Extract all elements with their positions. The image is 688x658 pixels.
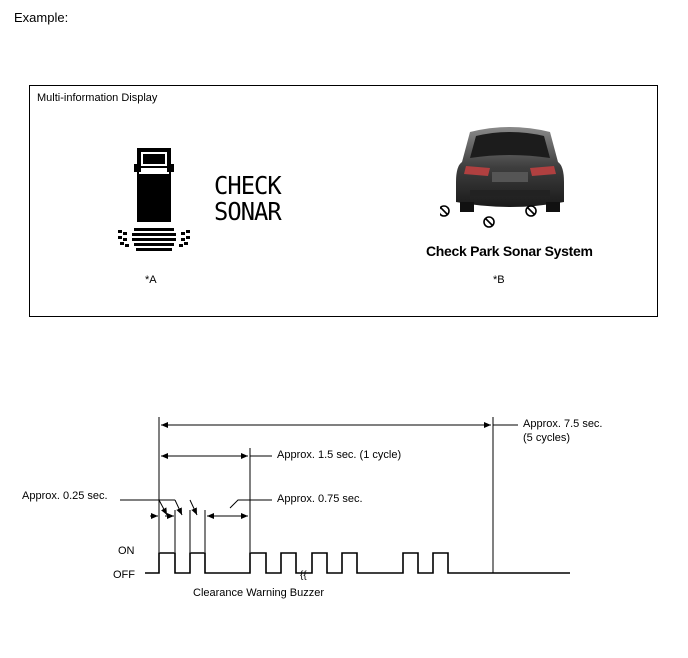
example-label: Example: <box>14 10 69 25</box>
check-sonar-line1: CHECK <box>214 171 282 200</box>
label-on-pulse: Approx. 0.25 sec. <box>22 490 108 502</box>
multi-information-display-box: Multi-information Display CHECK SONAR <box>29 85 658 317</box>
ref-label-a: *A <box>145 274 157 286</box>
level-off-label: OFF <box>113 569 135 581</box>
label-cycle: Approx. 1.5 sec. (1 cycle) <box>277 449 401 461</box>
ref-label-b: *B <box>493 274 505 286</box>
label-total-sub: (5 cycles) <box>523 432 570 444</box>
sensor-no-symbols <box>440 205 537 228</box>
label-off-gap: Approx. 0.75 sec. <box>277 493 363 505</box>
car-rear-image <box>440 127 564 228</box>
break-mark: {{ <box>300 570 307 581</box>
buzzer-caption: Clearance Warning Buzzer <box>193 587 324 599</box>
sonar-car-pixel-icon <box>118 148 190 251</box>
display-box-title: Multi-information Display <box>37 92 158 104</box>
level-on-label: ON <box>118 545 135 557</box>
check-park-sonar-caption: Check Park Sonar System <box>426 243 593 259</box>
label-total: Approx. 7.5 sec. <box>523 418 603 430</box>
check-sonar-line2: SONAR <box>214 197 282 226</box>
check-sonar-message: CHECK SONAR <box>214 171 282 226</box>
buzzer-waveform <box>145 552 570 574</box>
